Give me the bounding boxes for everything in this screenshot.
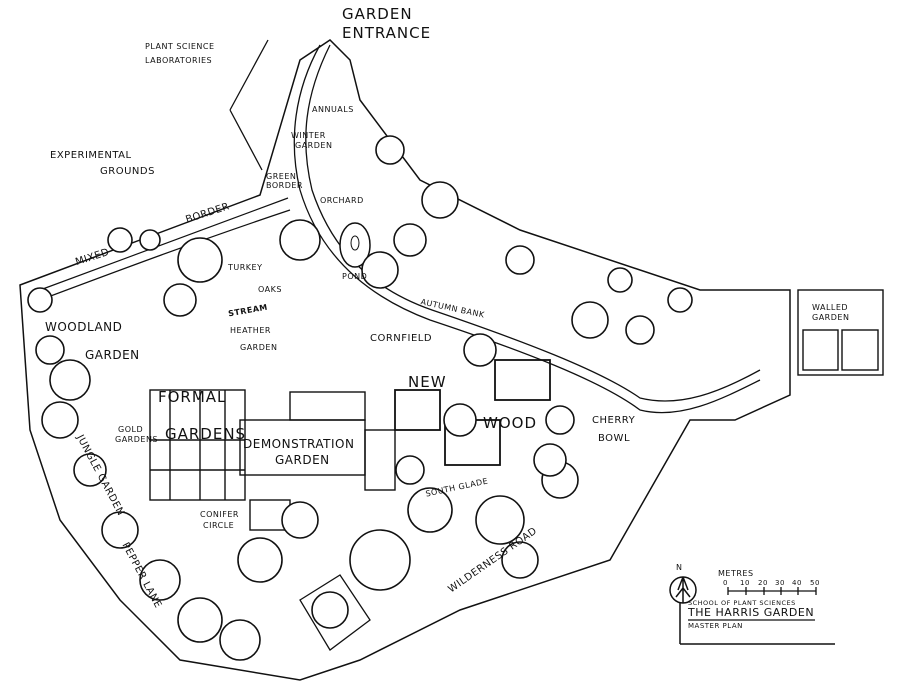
tree-canopy — [421, 181, 459, 219]
tree-canopy — [163, 283, 197, 317]
tree-canopy — [443, 403, 477, 437]
tree-canopy — [395, 455, 425, 485]
scale-tick: 10 — [740, 579, 750, 587]
label-circle: Circle — [203, 521, 235, 530]
tree-canopy — [219, 619, 261, 661]
title-name: The Harris Garden — [688, 606, 815, 619]
tree-canopy — [107, 227, 133, 253]
tree-canopy — [73, 453, 107, 487]
scale-tick: 0 — [723, 579, 728, 587]
label-gold-gardens: Gardens — [115, 435, 159, 444]
label-garden-entrance-1: Garden — [342, 5, 413, 23]
tree-canopy — [463, 333, 497, 367]
tree-canopy — [49, 359, 91, 401]
tree-canopy — [279, 219, 321, 261]
tree-canopy — [177, 597, 223, 643]
label-grounds: Grounds — [100, 166, 155, 177]
label-garden-entrance-2: Entrance — [342, 24, 432, 42]
label-orchard: Orchard — [320, 196, 364, 205]
tree-canopy — [501, 541, 539, 579]
label-pond: Pond — [342, 272, 368, 281]
label-formal: Formal — [158, 388, 227, 406]
demonstration-garden-beds — [239, 391, 396, 531]
label-woodland: Woodland — [45, 320, 123, 334]
border-path — [39, 209, 291, 301]
main-path — [293, 44, 761, 414]
north-arrow-icon — [669, 576, 835, 645]
scale-unit-label: Metres — [718, 569, 754, 578]
tree-canopy — [177, 237, 223, 283]
scale-tick: 40 — [792, 579, 802, 587]
tree-canopy — [393, 223, 427, 257]
title-subtitle: Master Plan — [688, 622, 743, 630]
label-gardens: Gardens — [165, 425, 247, 443]
label-gold: Gold — [118, 425, 144, 434]
tree-canopy — [545, 405, 575, 435]
tree-canopy — [281, 501, 319, 539]
label-heather-garden: Garden — [240, 343, 278, 352]
label-bowl: Bowl — [598, 433, 631, 444]
tree-canopy — [625, 315, 655, 345]
label-walled-garden: Garden — [812, 313, 850, 322]
label-turkey: Turkey — [228, 263, 263, 272]
tree-canopy — [475, 495, 525, 545]
pond — [339, 222, 371, 268]
tree-canopy — [361, 251, 399, 289]
tree-canopy — [375, 135, 405, 165]
tree-canopy — [41, 401, 79, 439]
formal-gardens-grid — [149, 389, 246, 501]
tree-canopy — [505, 245, 535, 275]
tree-canopy — [667, 287, 693, 313]
label-heather: Heather — [230, 326, 271, 335]
tree-canopy — [571, 301, 609, 339]
tree-canopy — [533, 443, 567, 477]
tree-canopy — [407, 487, 453, 533]
scale-tick: 50 — [810, 579, 820, 587]
label-cornfield: Cornfield — [370, 333, 433, 344]
label-demonstration: Demonstration — [243, 437, 355, 451]
tree-canopy — [27, 287, 53, 313]
lab-boundary — [229, 39, 269, 171]
tree-canopy — [139, 559, 181, 601]
label-new: New — [408, 373, 447, 391]
tree-canopy — [139, 229, 161, 251]
label-woodland-garden: Garden — [85, 348, 140, 362]
label-wood: Wood — [483, 414, 537, 432]
garden-boundary — [19, 39, 791, 681]
scale-tick: 30 — [775, 579, 785, 587]
scale-bar — [688, 587, 817, 621]
north-label: N — [676, 563, 683, 572]
label-winter: Winter — [291, 131, 326, 140]
label-annuals: Annuals — [312, 105, 354, 114]
tree-canopies — [27, 135, 693, 661]
label-green-border: Border — [266, 181, 303, 190]
tree-canopy — [311, 591, 349, 629]
tree-canopy — [101, 511, 139, 549]
walled-garden — [797, 289, 884, 376]
label-green: Green — [266, 172, 297, 181]
label-plant-science: Plant Science Laboratories — [145, 42, 215, 65]
title-school: School of Plant Sciences — [688, 599, 796, 607]
label-demonstration-garden: Garden — [275, 453, 330, 467]
label-conifer: Conifer — [200, 510, 239, 519]
tree-canopy — [607, 267, 633, 293]
label-oaks: Oaks — [258, 285, 282, 294]
scale-tick: 20 — [758, 579, 768, 587]
tree-canopy — [237, 537, 283, 583]
label-winter-garden: Garden — [295, 141, 333, 150]
label-walled: Walled — [812, 303, 849, 312]
label-cherry: Cherry — [592, 415, 636, 426]
tree-canopy — [349, 529, 411, 591]
tree-canopy — [35, 335, 65, 365]
label-experimental: Experimental — [50, 150, 132, 161]
